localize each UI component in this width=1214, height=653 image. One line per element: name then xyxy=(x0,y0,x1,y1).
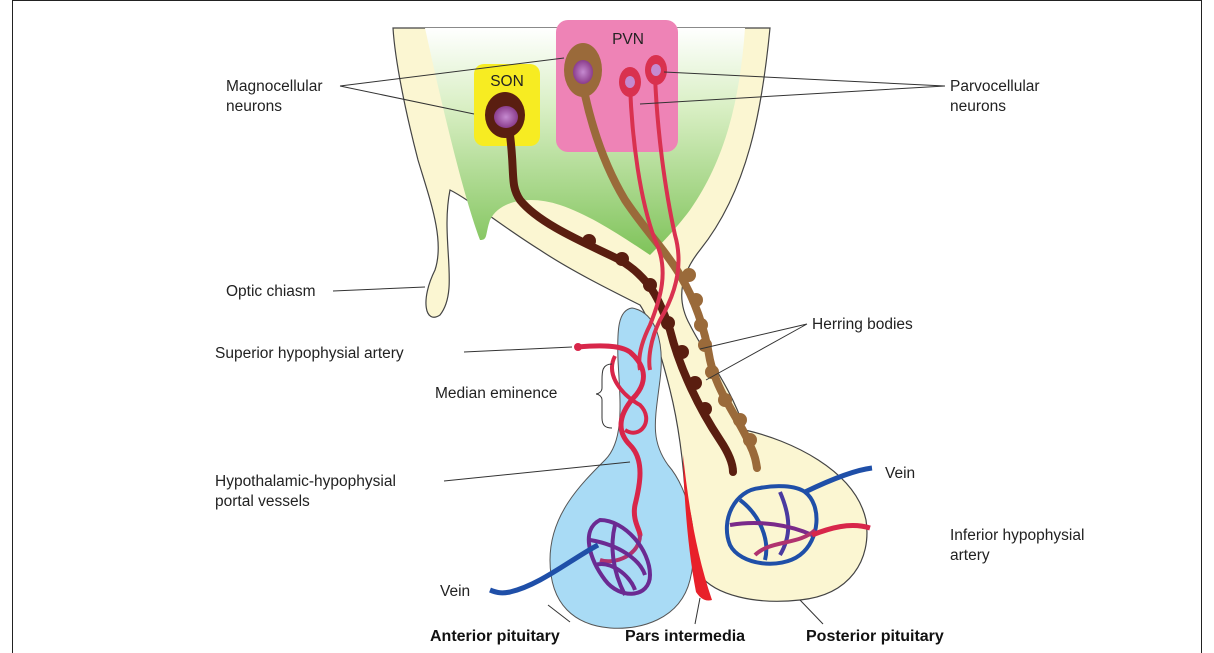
parvocellular-label-line2: neurons xyxy=(950,98,1006,115)
herring-bodies-label: Herring bodies xyxy=(812,316,913,333)
portal-vessels-label-line2: portal vessels xyxy=(215,493,310,510)
son-nucleus xyxy=(494,106,518,128)
inferior-artery-label-line1: Inferior hypophysial xyxy=(950,527,1084,544)
vein-left-label: Vein xyxy=(440,583,470,600)
magnocellular-label-line2: neurons xyxy=(226,98,282,115)
son-label: SON xyxy=(490,73,524,90)
superior-artery-end xyxy=(574,343,582,351)
vein-right-label: Vein xyxy=(885,465,915,482)
pvn-magno-nucleus xyxy=(573,60,593,84)
median-eminence-label: Median eminence xyxy=(435,385,557,402)
parvocellular-nucleus-1 xyxy=(625,76,635,88)
parvocellular-nucleus-2 xyxy=(651,64,661,76)
pars-intermedia-label: Pars intermedia xyxy=(625,628,745,645)
pars-intermedia-leader xyxy=(695,598,700,624)
superior-artery-leader xyxy=(464,347,572,352)
median-eminence-brace xyxy=(596,364,612,428)
posterior-pituitary-leader xyxy=(800,600,823,624)
portal-vessels-label-line1: Hypothalamic-hypophysial xyxy=(215,473,396,490)
optic-chiasm-leader xyxy=(333,287,425,291)
magnocellular-label-line1: Magnocellular xyxy=(226,78,323,95)
anterior-pituitary-label: Anterior pituitary xyxy=(430,628,560,645)
superior-artery-label: Superior hypophysial artery xyxy=(215,345,404,362)
pvn-label: PVN xyxy=(612,31,644,48)
optic-chiasm-label: Optic chiasm xyxy=(226,283,316,300)
inferior-artery-label-line2: artery xyxy=(950,547,990,564)
parvocellular-label-line1: Parvocellular xyxy=(950,78,1040,95)
posterior-pituitary-label: Posterior pituitary xyxy=(806,628,944,645)
